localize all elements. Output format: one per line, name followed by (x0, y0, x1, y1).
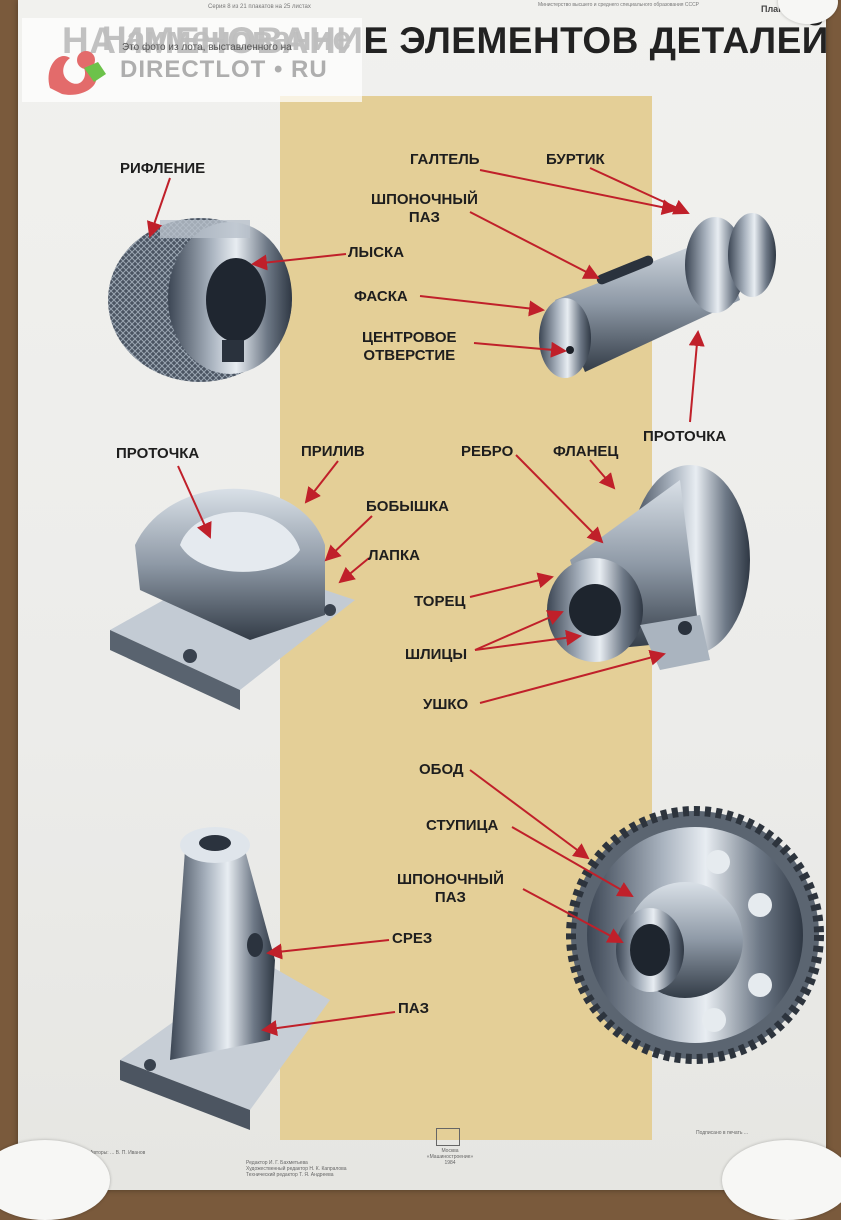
label-rebro: РЕБРО (461, 443, 514, 460)
watermark-overlay-text: Это фото из лота, выставленного на (122, 42, 292, 53)
watermark-line1: Наименование (102, 20, 352, 58)
label-protochka-housing: ПРОТОЧКА (116, 445, 200, 462)
corner-label: Плак (761, 4, 783, 14)
shaft-part (539, 213, 776, 378)
label-stupica: СТУПИЦА (426, 817, 499, 834)
footer-publisher: Москва «Машиностроение» 1984 (426, 1148, 474, 1166)
label-flanec: ФЛАНЕЦ (553, 443, 619, 460)
label-ushko: УШКО (423, 696, 469, 713)
footer-credit-right: Подписано в печать ... (696, 1130, 748, 1136)
bracket-part (120, 827, 330, 1130)
label-rifflenie: РИФЛЕНИЕ (120, 160, 206, 177)
label-shponochny-paz-gear: ШПОНОЧНЫЙ ПАЗ (397, 871, 504, 906)
label-lyska: ЛЫСКА (348, 244, 405, 261)
label-burtik: БУРТИК (546, 151, 605, 168)
label-obod: ОБОД (419, 761, 464, 778)
label-torec: ТОРЕЦ (414, 593, 466, 610)
bearing-housing-part (110, 488, 355, 710)
leader-arrows (147, 167, 705, 1037)
label-paz: ПАЗ (398, 1000, 430, 1017)
label-lapka: ЛАПКА (368, 547, 420, 564)
label-bobyshka: БОБЫШКА (366, 498, 449, 515)
ministry-note: Министерство высшего и среднего специаль… (538, 2, 700, 8)
knurled-bushing-part (108, 218, 292, 382)
publisher-logo-icon (436, 1128, 460, 1146)
watermark: Наименование DIRECTLOT • RU Это фото из … (22, 18, 362, 102)
series-note: Серия 8 из 21 плакатов на 25 листах (208, 4, 311, 10)
squirrel-logo-icon (48, 51, 106, 95)
footer-credit-editors: Редактор И. Г. Бахметьева Художественный… (246, 1160, 347, 1178)
label-protochka-shaft: ПРОТОЧКА (643, 428, 727, 445)
splined-flange-part (547, 465, 750, 670)
label-centrovoe-otverstie: ЦЕНТРОВОЕ ОТВЕРСТИЕ (362, 329, 457, 364)
label-shlicy: ШЛИЦЫ (405, 646, 468, 663)
label-priliv: ПРИЛИВ (301, 443, 365, 460)
footer-credit-left: Авторы: ... В. П. Иванов (90, 1150, 146, 1156)
label-srez: СРЕЗ (392, 930, 433, 947)
tape-bottom-right (722, 1140, 841, 1220)
watermark-line2: DIRECTLOT • RU (120, 56, 328, 83)
label-galtel: ГАЛТЕЛЬ (410, 151, 480, 168)
label-faska: ФАСКА (354, 288, 408, 305)
label-shponochny-paz-shaft: ШПОНОЧНЫЙ ПАЗ (371, 191, 478, 226)
gear-part (566, 806, 824, 1064)
